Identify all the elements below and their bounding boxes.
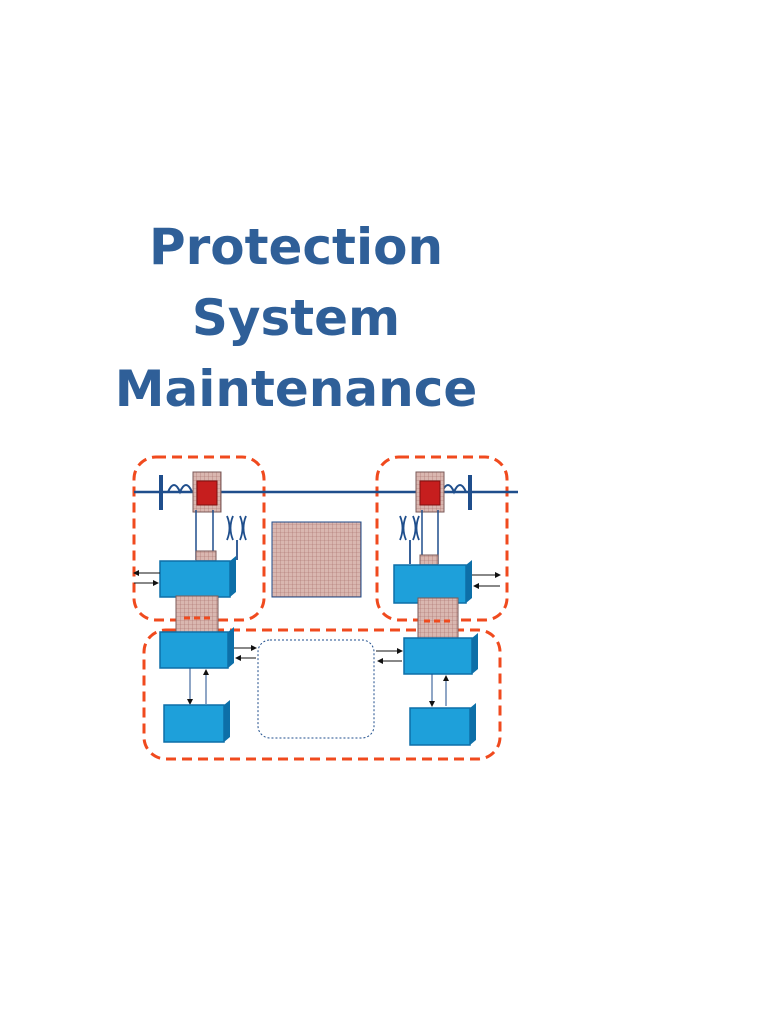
page-title: Protection System Maintenance [96, 212, 496, 425]
circuit-breaker-icon [419, 480, 441, 506]
title-line-3: Maintenance [114, 360, 478, 418]
voltage-transformer-icon [399, 515, 420, 564]
zone-communications [142, 628, 502, 761]
current-transformer-icon [167, 484, 193, 495]
title-line-2: System [191, 289, 401, 347]
line-protection-scheme-box [271, 521, 362, 598]
dc-supply-box-left [163, 704, 225, 743]
relay-box-right [393, 564, 467, 604]
title-line-1: Protection [148, 218, 444, 276]
zone-right-substation [375, 455, 509, 622]
communication-box-right [403, 637, 473, 675]
zone-left-substation [132, 455, 266, 622]
circuit-breaker-icon [196, 480, 218, 506]
channel-interface-right [417, 597, 459, 639]
communication-box-left [159, 631, 229, 669]
relay-box-left [159, 560, 231, 598]
current-transformer-icon [441, 484, 467, 495]
dc-supply-box-right [409, 707, 471, 746]
voltage-transformer-icon [226, 515, 247, 560]
communication-channel-box [257, 639, 375, 739]
channel-interface-left [175, 595, 219, 635]
